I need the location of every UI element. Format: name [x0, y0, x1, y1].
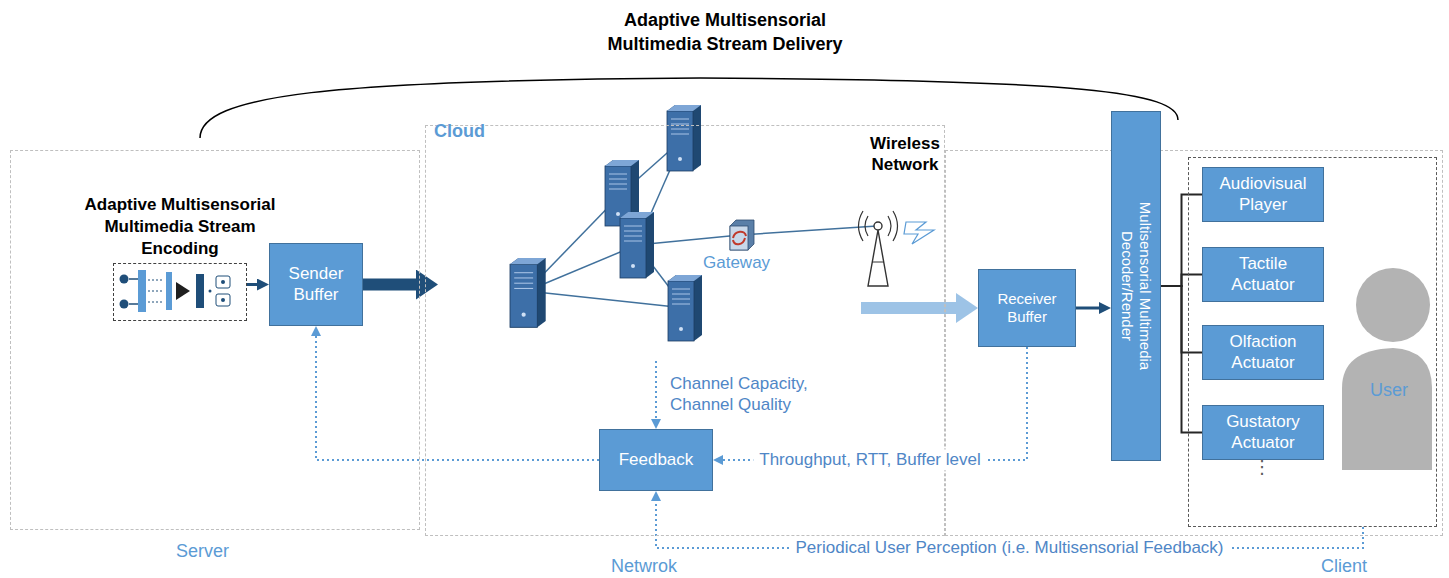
- illustration-part: [730, 226, 748, 250]
- illustration-part: [148, 302, 164, 303]
- illustration-part: [221, 298, 225, 302]
- cloud-shape: Cloud: [426, 101, 861, 361]
- illustration-part: [129, 278, 138, 280]
- illustration-part: [166, 272, 172, 310]
- connector: [1161, 286, 1202, 433]
- region-label: Server: [176, 541, 229, 562]
- connector: [1161, 275, 1202, 287]
- illustration-part: [148, 280, 164, 281]
- antenna-icon: [859, 211, 935, 286]
- actuator-box: Audiovisual Player: [1202, 167, 1324, 222]
- illustration-part: [120, 300, 129, 309]
- illustration-part: [874, 222, 882, 230]
- network-region: CloudFeedbackNetwrok: [425, 125, 945, 536]
- feedback-box: Feedback: [599, 429, 713, 491]
- cloud-servers: [510, 105, 702, 341]
- actuator-box: Tactile Actuator: [1202, 247, 1324, 302]
- box-label: Audiovisual Player: [1207, 174, 1319, 215]
- actuator-box: Gustatory Actuator: [1202, 405, 1324, 460]
- illustration-part: [904, 222, 934, 244]
- cloud-fill: [668, 243, 781, 356]
- illustration-part: [1356, 268, 1430, 342]
- encoder-illustration: [120, 270, 231, 312]
- connector: [247, 283, 257, 286]
- illustration-part: [196, 274, 204, 308]
- connector: [655, 361, 657, 419]
- network-label: Wireless Network: [866, 133, 944, 176]
- server-region: Adaptive Multisensorial Multimedia Strea…: [10, 150, 420, 530]
- decoder-box: Multisensorial Multimedia Decoder/Render: [1111, 111, 1161, 461]
- block-heading: Adaptive Multisensorial Multimedia Strea…: [64, 194, 296, 260]
- illustration-part: [176, 282, 190, 300]
- illustration-part: [148, 291, 164, 292]
- box-label: Multisensorial Multimedia Decoder/Render: [1118, 161, 1154, 411]
- cloud-lobe: [600, 250, 710, 360]
- connector-label: Channel Capacity, Channel Quality: [670, 373, 845, 416]
- cloud-lobe: [667, 102, 803, 238]
- illustration-part: [120, 275, 129, 284]
- box-label: Gustatory Actuator: [1207, 412, 1319, 453]
- cloud-lobe: [733, 188, 857, 312]
- illustration-part: [872, 262, 884, 263]
- region-label: Client: [1321, 556, 1367, 577]
- connector: [861, 302, 956, 314]
- cloud-lobe: [548, 233, 672, 357]
- sender-buffer-box: Sender Buffer: [269, 243, 363, 326]
- cloud-lobe: [667, 242, 783, 358]
- cloud-fill: [505, 150, 845, 330]
- cloud-fill: [668, 103, 801, 236]
- cloud-outline: [425, 100, 860, 360]
- connector: [1076, 307, 1099, 310]
- cloud-label: Cloud: [434, 121, 485, 142]
- diagram-title: Adaptive Multisensorial Multimedia Strea…: [575, 8, 875, 57]
- illustration-part: [527, 291, 685, 308]
- region-label: Netwrok: [611, 556, 677, 577]
- illustration-part: [510, 258, 546, 327]
- illustration-part: [216, 294, 230, 306]
- cloud-fill: [601, 251, 708, 358]
- illustration-part: [868, 230, 888, 286]
- connector: [316, 336, 599, 460]
- receiver-buffer-box: Receiver Buffer: [978, 269, 1076, 347]
- cloud-fill: [546, 116, 683, 253]
- illustration-part: [667, 105, 701, 171]
- illustration-part: [668, 275, 702, 341]
- region-label: User: [1370, 380, 1408, 401]
- illustration-part: [148, 280, 164, 302]
- box-label: Tactile Actuator: [1207, 254, 1319, 295]
- gateway-icon: [730, 220, 754, 250]
- illustration-part: [620, 212, 654, 278]
- user-figure: [1342, 268, 1432, 470]
- cloud-lobe: [545, 115, 685, 255]
- encoder-block: Adaptive Multisensorial Multimedia Strea…: [113, 263, 247, 321]
- client-region: Receiver Buffer Multisensorial Multimedia…: [945, 150, 1443, 536]
- continuation-dots: ⋮: [1253, 456, 1271, 479]
- illustration-part: [859, 211, 898, 241]
- illustration-part: [1342, 348, 1432, 470]
- illustration-part: [138, 270, 146, 312]
- connector-label: Periodical User Perception (i.e. Multise…: [789, 537, 1229, 558]
- gateway-label: Gateway: [703, 252, 770, 273]
- illustration-part: [740, 226, 877, 235]
- illustration-part: [733, 232, 746, 245]
- illustration-part: [221, 280, 225, 284]
- connector-label: Throughput, RTT, Buffer level: [753, 449, 986, 470]
- box-label: Feedback: [619, 450, 694, 470]
- actuator-box: Olfaction Actuator: [1202, 325, 1324, 380]
- box-label: Olfaction Actuator: [1207, 332, 1319, 373]
- cloud-fill: [549, 234, 670, 355]
- illustration-part: [216, 276, 230, 288]
- illustration-part: [209, 290, 212, 293]
- cloud-lobe: [430, 185, 590, 345]
- user-region: Audiovisual PlayerTactile ActuatorOlfact…: [1188, 157, 1437, 527]
- illustration-part: [730, 220, 754, 250]
- box-label: Receiver Buffer: [983, 290, 1071, 326]
- illustration-part: [129, 303, 138, 305]
- connector: [363, 279, 416, 291]
- box-label: Sender Buffer: [274, 264, 358, 305]
- cloud-fill: [734, 189, 855, 310]
- connector: [1161, 195, 1202, 287]
- cloud-fill: [431, 186, 588, 343]
